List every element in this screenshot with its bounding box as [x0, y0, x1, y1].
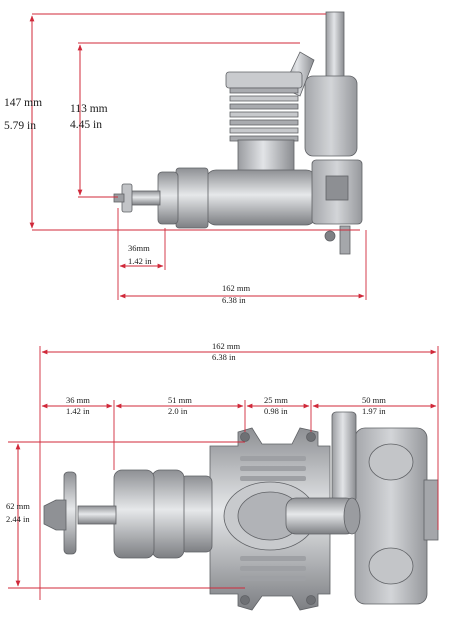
label-overall-top-in: 6.38 in [212, 352, 236, 362]
top-view: 162 mm 6.38 in 36 mm 1.42 in 51 mm 2.0 i… [6, 341, 439, 611]
cylinder-fins [229, 87, 299, 142]
side-view: 147 mm 5.79 in 113 mm 4.45 in 36mm 1.42 … [4, 11, 367, 305]
label-shaft-offset-mm: 36mm [128, 243, 150, 253]
label-bolt-spacing-in: 0.98 in [264, 406, 288, 416]
label-shaft-offset-in: 1.42 in [128, 256, 152, 266]
label-height-shaft-in: 4.45 in [70, 119, 102, 131]
label-prop-to-mount-in: 1.42 in [66, 406, 90, 416]
label-bolt-spacing-mm: 25 mm [264, 395, 288, 405]
crankcase-fins [240, 456, 306, 581]
label-overall-side-mm: 162 mm [222, 283, 250, 293]
label-width-in: 2.44 in [6, 514, 30, 524]
label-width-mm: 62 mm [6, 501, 30, 511]
label-height-shaft-mm: 113 mm [70, 103, 108, 115]
top-engine-illustration [43, 411, 439, 611]
label-overall-side-in: 6.38 in [222, 295, 246, 305]
label-height-total-in: 5.79 in [4, 120, 36, 132]
label-height-total-mm: 147 mm [4, 97, 42, 109]
label-overall-top-mm: 162 mm [212, 341, 240, 351]
label-mount-spacing-in: 2.0 in [168, 406, 188, 416]
label-mount-spacing-mm: 51 mm [168, 395, 192, 405]
label-muffler-mm: 50 mm [362, 395, 386, 405]
label-muffler-in: 1.97 in [362, 406, 386, 416]
side-engine-illustration [113, 11, 363, 255]
label-prop-to-mount-mm: 36 mm [66, 395, 90, 405]
